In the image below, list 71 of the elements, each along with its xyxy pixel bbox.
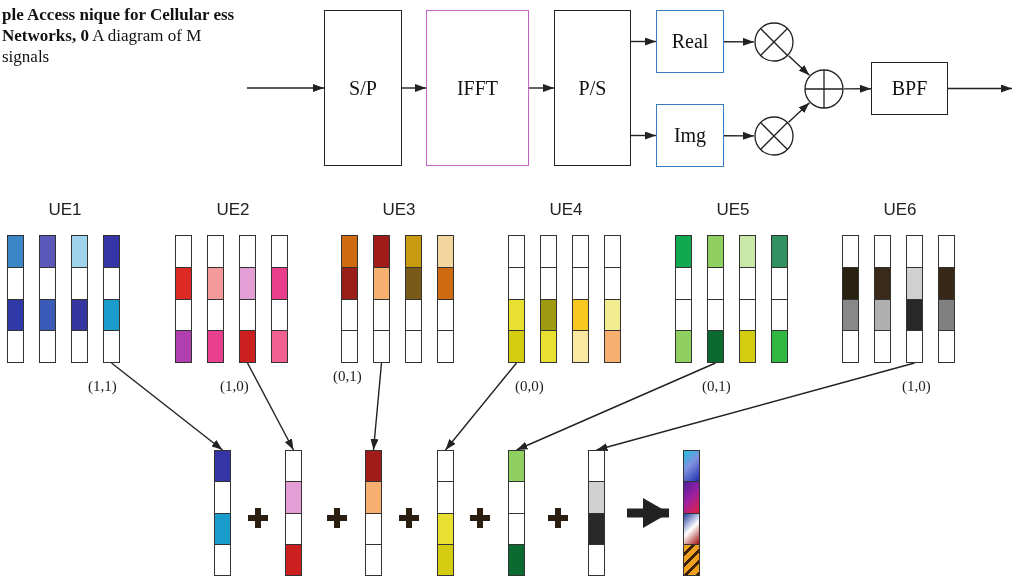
signal-bar xyxy=(739,235,756,363)
signal-bar xyxy=(508,235,525,363)
arrow xyxy=(947,84,1013,93)
arrow xyxy=(843,84,872,93)
signal-bar xyxy=(39,235,56,363)
group-label: UE5 xyxy=(716,200,750,220)
edge-label: (1,0) xyxy=(900,378,933,395)
group-label: UE3 xyxy=(382,200,416,220)
signal-bar xyxy=(906,235,923,363)
multiplier-symbol xyxy=(754,116,794,156)
signal-bar xyxy=(341,235,358,363)
group-label: UE6 xyxy=(883,200,917,220)
process-box: Img xyxy=(656,104,724,167)
signal-bar xyxy=(239,235,256,363)
caption: ple Access nique for Cellular ess Networks, 0 A diagram of M signals xyxy=(2,4,236,67)
signal-bar xyxy=(572,235,589,363)
signal-bar xyxy=(683,450,700,576)
signal-bar xyxy=(588,450,605,576)
signal-bar xyxy=(874,235,891,363)
signal-bar xyxy=(771,235,788,363)
signal-bar xyxy=(175,235,192,363)
signal-bar xyxy=(365,450,382,576)
group-label: UE2 xyxy=(216,200,250,220)
signal-bar xyxy=(7,235,24,363)
signal-bar xyxy=(437,450,454,576)
edge-label: (0,1) xyxy=(331,368,364,385)
multiplier-symbol xyxy=(754,22,794,62)
adder-symbol xyxy=(804,69,844,109)
edge-label: (0,1) xyxy=(700,378,733,395)
leader-arrow xyxy=(515,362,717,451)
signal-bar xyxy=(285,450,302,576)
arrow xyxy=(246,84,325,92)
signal-bar xyxy=(938,235,955,363)
signal-bar xyxy=(214,450,231,576)
signal-bar xyxy=(604,235,621,363)
signal-bar xyxy=(103,235,120,363)
signal-bar xyxy=(207,235,224,363)
leader-arrow xyxy=(370,362,383,451)
signal-bar xyxy=(508,450,525,576)
process-box: Real xyxy=(656,10,724,73)
edge-label: (1,1) xyxy=(86,378,119,395)
signal-bar xyxy=(540,235,557,363)
process-box: IFFT xyxy=(426,10,529,166)
process-box: BPF xyxy=(871,62,948,115)
leader-arrow xyxy=(246,362,295,451)
signal-bar xyxy=(675,235,692,363)
signal-bar xyxy=(373,235,390,363)
arrow xyxy=(401,84,427,92)
block-arrow xyxy=(627,498,669,528)
edge-label: (1,0) xyxy=(218,378,251,395)
arrow xyxy=(630,131,657,140)
signal-bar xyxy=(437,235,454,363)
leader-arrow xyxy=(110,362,224,451)
process-box: P/S xyxy=(554,10,631,166)
process-box: S/P xyxy=(324,10,402,166)
leader-arrow xyxy=(595,362,916,451)
arrow xyxy=(630,37,657,46)
arrow xyxy=(787,55,811,76)
signal-bar xyxy=(71,235,88,363)
signal-bar xyxy=(271,235,288,363)
arrow xyxy=(723,37,755,46)
arrow xyxy=(528,84,555,92)
arrow xyxy=(723,131,755,140)
signal-bar xyxy=(842,235,859,363)
group-label: UE1 xyxy=(48,200,82,220)
edge-label: (0,0) xyxy=(513,378,546,395)
leader-arrow xyxy=(444,362,518,451)
arrow xyxy=(787,102,811,123)
signal-bar xyxy=(405,235,422,363)
group-label: UE4 xyxy=(549,200,583,220)
signal-bar xyxy=(707,235,724,363)
